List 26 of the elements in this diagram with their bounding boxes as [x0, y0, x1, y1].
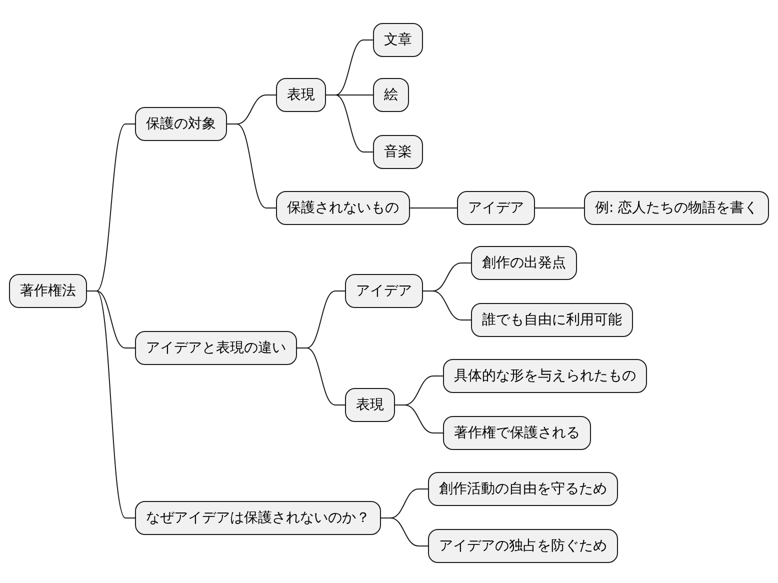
connector-line [326, 94, 374, 152]
topic-box: 著作権法 [9, 274, 87, 308]
topic-box: アイデアと表現の違い [135, 331, 297, 365]
topic-box: 絵 [373, 78, 409, 112]
topic-box: 具体的な形を与えられたもの [443, 359, 647, 393]
connector-line [226, 124, 276, 208]
connector-line [422, 290, 472, 320]
topic-box: 誰でも自由に利用可能 [471, 303, 633, 337]
connector-line [394, 404, 444, 434]
topic-box: 例: 恋人たちの物語を書く [584, 191, 770, 225]
connector-line [296, 348, 346, 406]
topic-box: 創作活動の自由を守るため [428, 472, 618, 506]
topic-box: 著作権で保護される [443, 416, 591, 450]
topic-box: なぜアイデアは保護されないのか？ [135, 501, 381, 535]
topic-box: 保護の対象 [135, 107, 227, 141]
topic-box: アイデアの独占を防ぐため [428, 529, 618, 563]
topic-box: アイデア [345, 274, 423, 308]
topic-box: 創作の出発点 [471, 246, 577, 280]
topic-box: アイデア [457, 191, 535, 225]
topic-box: 保護されないもの [276, 191, 410, 225]
topic-box: 表現 [345, 388, 395, 422]
topic-box: 文章 [373, 23, 423, 57]
topic-box: 表現 [276, 78, 326, 112]
connector-line [380, 518, 428, 546]
connector-line [86, 290, 136, 518]
topic-box: 音楽 [373, 135, 423, 169]
